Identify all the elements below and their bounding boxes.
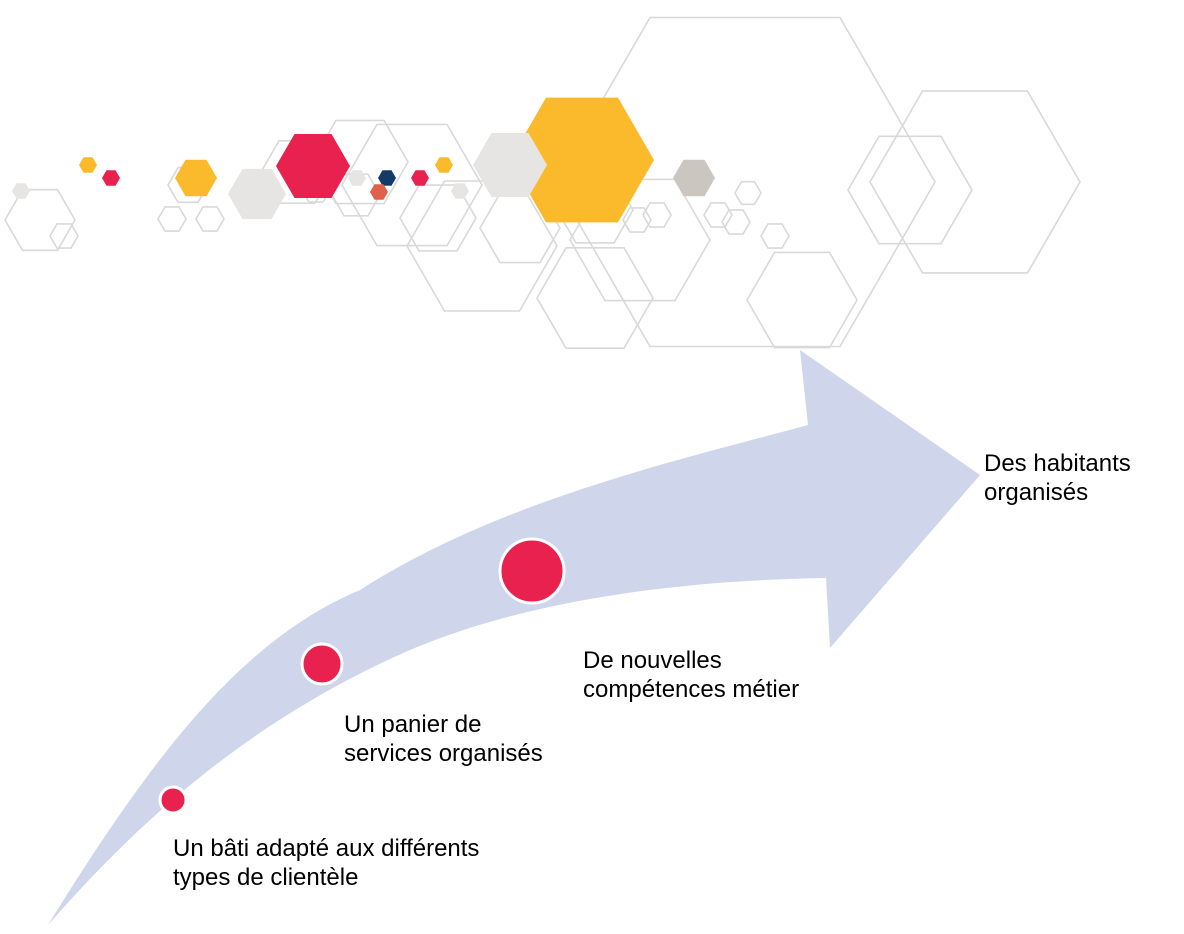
milestone-label-habitants: Des habitants organisés	[984, 449, 1131, 507]
hexagon-outline	[157, 206, 187, 232]
milestone-label-line: services organisés	[344, 740, 543, 767]
hexagon-filled	[276, 134, 350, 198]
hexagon-outline	[536, 247, 654, 350]
hexagon-filled	[370, 184, 388, 200]
hexagon-outline	[721, 209, 751, 235]
milestone-label-panier: Un panier de services organisés	[344, 710, 543, 768]
hexagon-filled	[435, 157, 453, 173]
hexagon-filled	[451, 183, 469, 199]
hexagon-filled	[673, 159, 715, 197]
milestone-label-line: Un bâti adapté aux différents	[173, 835, 480, 862]
growth-arrow	[48, 350, 980, 925]
hexagon-outline	[49, 223, 79, 249]
milestone-label-line: De nouvelles	[583, 647, 722, 674]
marker-panier	[300, 642, 344, 686]
hexagon-outline	[703, 202, 733, 228]
milestone-markers	[158, 537, 566, 815]
marker-competences	[498, 537, 566, 605]
hexagon-filled	[228, 168, 286, 220]
hexagon-filled	[510, 97, 654, 223]
hexagon-filled	[12, 183, 30, 199]
hexagon-outline	[4, 188, 76, 252]
milestone-label-line: Un panier de	[344, 711, 482, 738]
hexagon-outline	[195, 206, 225, 232]
marker-bati	[158, 785, 188, 815]
milestone-label-line: Des habitants	[984, 450, 1131, 477]
hexagon-outline	[642, 202, 672, 228]
hexagon-outline	[847, 135, 973, 245]
milestone-label-competences: De nouvelles compétences métier	[583, 646, 799, 704]
milestone-label-line: organisés	[984, 479, 1089, 506]
hexagon-filled	[348, 170, 366, 186]
hexagon-outline	[622, 207, 652, 233]
hexagon-outline	[746, 251, 858, 349]
milestone-label-line: types de clientèle	[173, 864, 359, 891]
hexagon-outline	[869, 90, 1081, 274]
hexagon-filled	[411, 170, 429, 186]
hexagon-outline	[760, 223, 790, 249]
hexagon-outline	[734, 180, 762, 206]
hexagon-filled	[473, 133, 547, 197]
hexagon-filled	[79, 157, 97, 173]
hexagon-filled	[175, 159, 217, 197]
hexagon-outline	[341, 123, 483, 247]
milestone-label-line: compétences métier	[583, 676, 800, 703]
hexagon-decoration	[4, 16, 1081, 350]
hexagon-filled	[378, 170, 396, 186]
milestone-label-bati: Un bâti adapté aux différents types de c…	[173, 834, 479, 892]
hexagon-filled	[102, 170, 120, 186]
